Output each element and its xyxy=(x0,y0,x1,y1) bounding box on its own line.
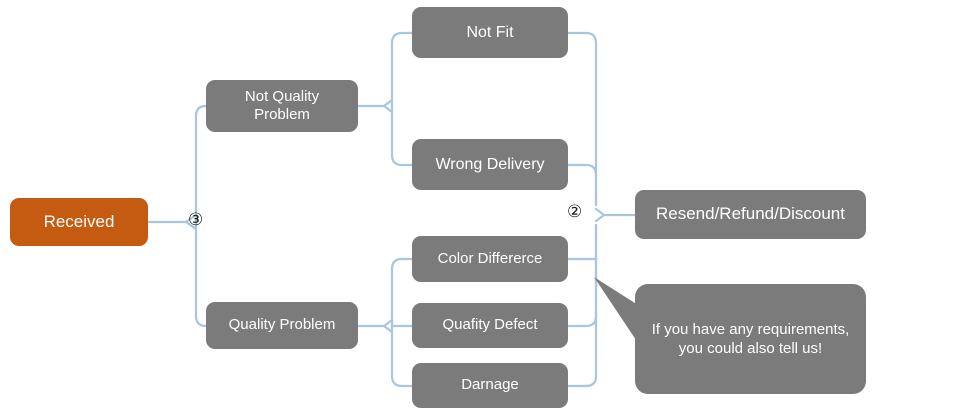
connector-received-to-notquality xyxy=(194,104,208,224)
node-wrong-delivery[interactable]: Wrong Delivery xyxy=(412,139,568,190)
connector-quality-to-colordiff xyxy=(390,257,414,328)
connector-wrongdelivery-to-merge xyxy=(566,163,598,207)
connector-received-branch-top xyxy=(194,104,208,118)
node-quality-defect[interactable]: Quafity Defect xyxy=(412,303,568,348)
connector-notfit-to-merge xyxy=(566,31,598,207)
marker-three: ③ xyxy=(188,210,204,230)
connector-quality-stem xyxy=(356,318,394,334)
marker-two: ② xyxy=(567,202,583,222)
node-not-fit[interactable]: Not Fit xyxy=(412,7,568,58)
node-quality-problem[interactable]: Quality Problem xyxy=(206,302,358,349)
connector-notquality-to-notfit xyxy=(390,31,414,108)
node-color-difference[interactable]: Color Differerce xyxy=(412,236,568,282)
speech-bubble-note: If you have any requirements, you could … xyxy=(635,284,866,394)
node-resolution[interactable]: Resend/Refund/Discount xyxy=(635,190,866,239)
connector-received-to-quality xyxy=(194,220,208,328)
connector-qualitydefect-to-merge xyxy=(566,223,598,328)
node-not-quality-problem[interactable]: Not Quality Problem xyxy=(206,80,358,132)
node-received[interactable]: Received xyxy=(10,198,148,246)
connector-notquality-stem xyxy=(356,98,394,114)
connector-damage-to-merge xyxy=(566,223,598,388)
node-damage[interactable]: Darnage xyxy=(412,363,568,408)
connector-quality-to-damage xyxy=(390,324,414,388)
connector-notquality-to-wrongdelivery xyxy=(390,104,414,167)
connector-merge-stem xyxy=(594,207,637,223)
